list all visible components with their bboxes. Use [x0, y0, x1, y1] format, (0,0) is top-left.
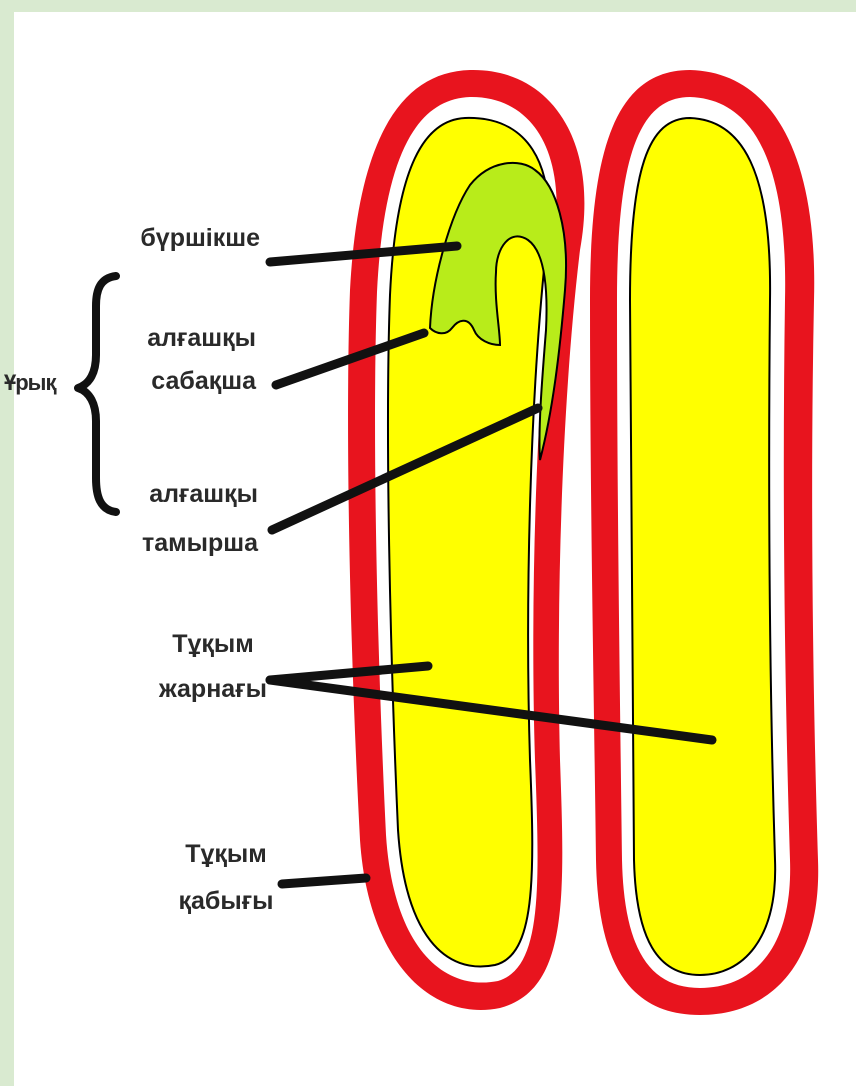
label-embryo: Ұрық	[4, 366, 55, 399]
label-radicle: алғашқы тамырша	[142, 478, 258, 560]
label-hypocotyl: алғашқы сабақша	[147, 322, 256, 398]
label-hypocotyl-line1: алғашқы	[147, 322, 256, 355]
left-seed-half	[348, 70, 584, 1010]
label-cotyledon: Тұқым жарнағы	[150, 628, 276, 706]
leader-seed-coat	[282, 878, 366, 884]
right-seed-half	[590, 70, 818, 1015]
label-cotyledon-line2: жарнағы	[150, 673, 276, 706]
label-plumule: бүршікше	[140, 222, 260, 255]
embryo-brace	[78, 276, 116, 512]
label-cotyledon-line1: Тұқым	[150, 628, 276, 661]
label-radicle-line2: тамырша	[142, 527, 258, 560]
label-seed-coat: Тұқым қабығы	[170, 838, 282, 918]
label-seed-coat-line1: Тұқым	[170, 838, 282, 871]
cotyledon-right	[630, 118, 775, 975]
label-hypocotyl-line2: сабақша	[147, 365, 256, 398]
label-radicle-line1: алғашқы	[142, 478, 258, 511]
label-seed-coat-line2: қабығы	[170, 885, 282, 918]
